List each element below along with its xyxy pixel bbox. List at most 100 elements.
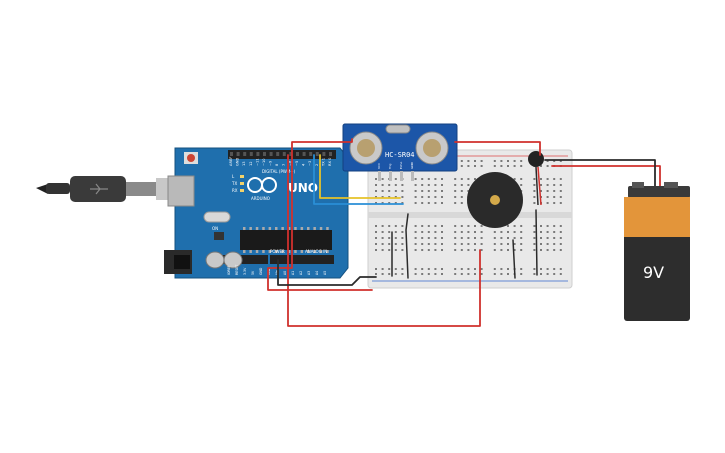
breadboard-hole: [474, 243, 476, 245]
arduino-uno-board[interactable]: UNO ARDUINO DIGITAL (PWM~) POWER ANALOG …: [164, 147, 349, 279]
breadboard-hole: [520, 225, 523, 227]
breadboard-hole: [421, 249, 424, 251]
chip-pin: [307, 227, 310, 230]
breadboard-hole: [467, 190, 470, 192]
breadboard-hole: [394, 196, 397, 198]
led: [240, 175, 244, 178]
chip-pin: [287, 250, 291, 253]
arduino-led-label: L: [232, 174, 235, 179]
arduino-bottom-pin-label: A3: [307, 271, 311, 275]
breadboard-hole: [401, 231, 404, 233]
breadboard-hole: [493, 273, 496, 275]
header-pin: [230, 152, 233, 156]
arduino-bottom-pin-label: GND: [259, 267, 263, 275]
breadboard-hole: [520, 243, 523, 245]
sensor-label: HC-SR04: [385, 151, 415, 159]
breadboard-hole: [474, 237, 476, 239]
breadboard-hole: [427, 184, 430, 186]
breadboard-hole: [427, 190, 430, 192]
breadboard-hole: [559, 196, 562, 198]
breadboard-hole: [500, 231, 503, 233]
breadboard-hole: [401, 237, 404, 239]
breadboard-hole: [493, 243, 496, 245]
breadboard-hole: [454, 273, 457, 275]
breadboard-hole: [427, 237, 430, 239]
breadboard-hole: [474, 160, 476, 162]
wire-red-5v: [267, 138, 373, 291]
breadboard-hole: [520, 165, 523, 167]
arduino-top-pin-label: TX 1: [321, 158, 325, 167]
breadboard-hole: [421, 190, 424, 192]
breadboard-hole: [493, 165, 496, 167]
chip-pin: [249, 250, 252, 253]
arduino-top-pin-label: GND: [236, 158, 240, 166]
breadboard-hole: [460, 231, 463, 233]
breadboard-hole: [460, 249, 463, 251]
arduino-top-pin-label: 4: [302, 163, 306, 166]
analog-label: ANALOG IN: [305, 249, 327, 254]
breadboard-hole: [553, 268, 556, 270]
breadboard-hole: [375, 202, 377, 204]
breadboard-hole: [381, 268, 384, 270]
breadboard-hole: [546, 184, 549, 186]
breadboard-hole: [467, 273, 470, 275]
breadboard-hole: [441, 225, 443, 227]
breadboard-hole: [454, 202, 457, 204]
breadboard-hole: [454, 243, 457, 245]
breadboard-hole: [421, 202, 424, 204]
breadboard-hole: [500, 268, 503, 270]
breadboard-hole: [375, 178, 377, 180]
arduino-bottom-pin-label: A1: [291, 271, 295, 275]
breadboard-hole: [553, 196, 556, 198]
breadboard-hole: [381, 243, 384, 245]
chip-pin: [307, 250, 310, 253]
arduino-led-label: RX: [232, 188, 238, 193]
chip-pin: [255, 250, 259, 253]
breadboard-hole: [381, 196, 384, 198]
chip-pin: [243, 250, 246, 253]
breadboard-hole: [546, 273, 549, 275]
breadboard-hole: [513, 165, 516, 167]
breadboard-hole: [454, 184, 457, 186]
breadboard-hole: [454, 225, 457, 227]
breadboard-hole: [441, 243, 443, 245]
breadboard-hole: [520, 237, 523, 239]
breadboard-hole: [520, 160, 523, 162]
sensor-pin-label: VCC: [377, 163, 381, 169]
breadboard-hole: [480, 243, 483, 245]
breadboard-hole: [520, 184, 523, 186]
breadboard-hole: [559, 184, 562, 186]
breadboard-hole: [427, 225, 430, 227]
breadboard-hole: [480, 249, 483, 251]
chip-pin: [281, 250, 284, 253]
breadboard-hole: [480, 225, 483, 227]
breadboard-hole: [533, 190, 536, 192]
breadboard-hole: [394, 237, 397, 239]
breadboard-hole: [421, 178, 424, 180]
breadboard-hole: [434, 268, 437, 270]
arduino-top-pin-label: ~5: [295, 161, 299, 166]
breadboard-hole: [533, 178, 536, 180]
breadboard-hole: [533, 184, 536, 186]
arduino-bottom-pin-label: A0: [283, 271, 287, 275]
chip-pin: [262, 250, 265, 253]
sensor-pin: [400, 171, 403, 181]
breadboard-hole: [513, 160, 516, 162]
chip-pin: [287, 227, 291, 230]
breadboard-hole: [414, 237, 417, 239]
breadboard-hole: [394, 273, 397, 275]
breadboard-hole: [540, 268, 542, 270]
breadboard-hole: [454, 178, 457, 180]
header-pin: [249, 152, 253, 156]
breadboard-hole: [500, 249, 503, 251]
breadboard-hole: [421, 196, 424, 198]
piezo-buzzer: [467, 172, 523, 228]
breadboard-hole: [546, 243, 549, 245]
breadboard-hole: [540, 249, 542, 251]
breadboard-hole: [474, 225, 476, 227]
breadboard-hole: [467, 165, 470, 167]
breadboard-hole: [421, 231, 424, 233]
breadboard-hole: [500, 237, 503, 239]
breadboard-hole: [460, 190, 463, 192]
wire-red-motor: [454, 141, 541, 156]
